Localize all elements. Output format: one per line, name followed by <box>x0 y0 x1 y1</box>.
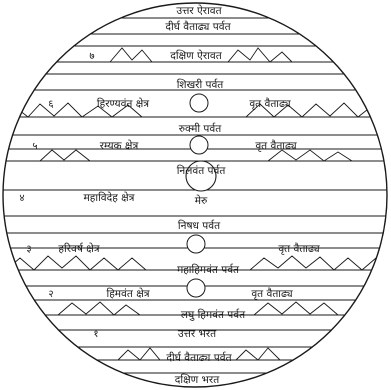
label-laghu-himvant: लघु हिमवंत पर्वत <box>181 308 246 321</box>
label-mahavideh: महाविदेह क्षेत्र <box>84 191 135 204</box>
number-4: ४ <box>19 193 24 204</box>
label-dirgh-vaitadhya-south: दीर्घ वैताढ्य पर्वत <box>166 351 232 364</box>
label-nishadh: निषध पर्वत <box>178 219 221 232</box>
number-6: ६ <box>48 99 53 110</box>
number-3: ३ <box>26 244 31 255</box>
label-nilvant: निलवंत पर्वत <box>177 164 227 177</box>
label-dakshin-airavat: दक्षिण ऐरावत <box>170 49 222 62</box>
label-uttar-airavat: उत्तर ऐरावत <box>176 4 222 17</box>
label-himvant: हिमवंत क्षेत्र <box>106 287 149 300</box>
label-uttar-bharat: उत्तर भरत <box>178 328 217 340</box>
label-shikhari: शिखरी पर्वत <box>177 78 225 91</box>
label-vritta-6: वृत वैताढ्य <box>249 97 291 110</box>
label-vritta-3: वृत वैताढ्य <box>278 242 320 255</box>
label-meru: मेरु <box>195 194 208 207</box>
label-dirgh-vaitadhya-north: दीर्घ वैताढ्य पर्वत <box>165 20 231 33</box>
label-rukmi: रुक्मी पर्वत <box>179 122 222 135</box>
vritta-vaitadhya-circle-3 <box>187 235 205 253</box>
label-ramyak: रम्यक क्षेत्र <box>100 139 139 152</box>
label-dakshin-bharat: दक्षिण भरत <box>175 373 220 386</box>
label-vritta-5: वृत वैताढ्य <box>255 139 297 152</box>
vritta-vaitadhya-circle-2 <box>187 279 205 297</box>
number-5: ५ <box>32 141 37 152</box>
number-2: २ <box>48 289 53 300</box>
vritta-vaitadhya-circle-6 <box>190 94 208 112</box>
vritta-vaitadhya-circle-5 <box>190 136 208 154</box>
label-mahahimvant: महाहिमवंत पर्वत <box>177 263 240 276</box>
label-hiranyavant: हिरण्यवंत क्षेत्र <box>97 97 149 110</box>
number-7: ७ <box>89 51 94 62</box>
label-harivarsh: हरिवर्ष क्षेत्र <box>58 242 99 255</box>
number-1: १ <box>93 329 98 340</box>
label-vritta-2: वृत वैताढ्य <box>251 287 293 300</box>
